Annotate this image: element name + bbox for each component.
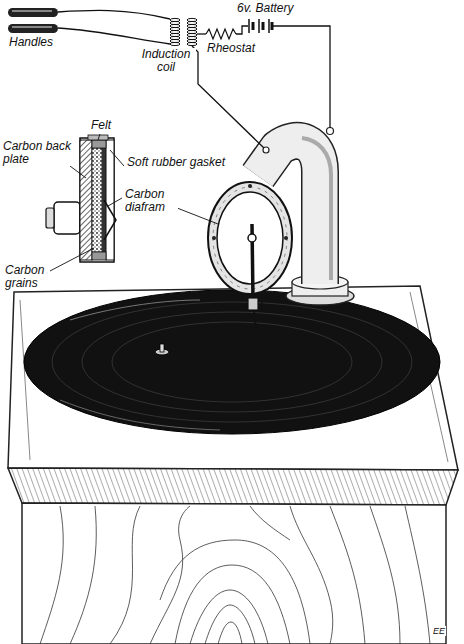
battery-symbol <box>248 19 250 33</box>
record <box>82 312 382 412</box>
wires <box>58 10 330 148</box>
sound-box-section <box>92 252 106 260</box>
battery-symbol <box>249 19 272 33</box>
sound-box-section <box>46 208 54 228</box>
handles <box>8 8 58 33</box>
sound-box-section <box>88 135 108 140</box>
battery-label: 6v. Battery <box>236 2 294 15</box>
wood-grain <box>330 506 365 644</box>
carbon-sound-box <box>217 192 283 284</box>
wood-grain <box>405 506 430 644</box>
sound-box-section <box>92 148 102 252</box>
rheostat-symbol <box>206 29 236 39</box>
battery-symbol <box>258 19 260 33</box>
leader-lines <box>70 166 86 178</box>
battery-symbol <box>271 22 274 30</box>
wood-grain <box>218 622 242 644</box>
leader-lines <box>98 134 100 140</box>
carbon-sound-box <box>261 300 263 312</box>
record <box>52 302 412 422</box>
cabinet <box>8 468 458 505</box>
induction-coil <box>170 42 180 45</box>
battery-symbol <box>252 22 255 30</box>
part-label: Rheostat <box>206 42 256 55</box>
sound-box-section <box>54 202 80 234</box>
part-label: Carbon back plate <box>2 140 78 166</box>
carbon-sound-box <box>248 298 258 310</box>
rheostat-symbol <box>206 29 236 39</box>
sound-box-section <box>80 140 92 260</box>
carbon-sound-box <box>254 310 256 332</box>
wires <box>197 33 206 34</box>
wood-grain <box>175 565 290 644</box>
carbon-sound-box <box>208 182 292 332</box>
battery-symbol <box>268 19 270 33</box>
record <box>60 400 220 430</box>
wood-grain <box>150 506 190 644</box>
record <box>24 290 440 434</box>
wood-grain <box>290 506 333 644</box>
part-label: Soft rubber gasket <box>126 156 226 169</box>
record <box>160 344 164 352</box>
carbon-sound-box <box>213 187 287 289</box>
sound-box-section <box>104 200 116 240</box>
wood-grain <box>250 506 290 540</box>
part-label: Carbon grains <box>4 264 50 290</box>
induction-coil <box>187 42 197 45</box>
wood-grain <box>160 540 310 644</box>
tone-arm <box>302 138 331 280</box>
wires <box>58 28 170 44</box>
record <box>70 300 200 320</box>
carbon-sound-box <box>248 184 252 188</box>
wood-grain <box>205 605 255 644</box>
battery-symbol <box>262 22 265 30</box>
cabinet <box>8 286 458 644</box>
carbon-sound-box <box>212 236 216 240</box>
leader-lines <box>108 198 122 206</box>
sound-box-section <box>106 140 114 260</box>
sound-box-section <box>92 140 106 148</box>
record <box>112 322 352 402</box>
wires <box>236 26 248 34</box>
carbon-sound-box <box>208 182 292 294</box>
handles <box>12 26 52 28</box>
wood-grain <box>370 506 400 644</box>
cabinet <box>8 286 458 470</box>
handles <box>8 8 58 17</box>
leader-lines <box>110 150 124 166</box>
handles <box>12 10 52 12</box>
wood-grain <box>190 590 268 644</box>
wood-grain <box>70 506 96 644</box>
wires <box>272 26 330 128</box>
record <box>24 290 440 434</box>
induction-coil <box>170 18 197 45</box>
wood-grain <box>40 506 63 644</box>
part-label: Carbon diafram <box>124 188 178 214</box>
wires <box>58 10 170 19</box>
wood-grain <box>110 506 140 644</box>
wires <box>192 46 264 148</box>
sound-box-section <box>80 138 114 262</box>
handles <box>8 24 58 33</box>
signature: EE <box>432 626 446 636</box>
carbon-sound-box <box>284 236 288 240</box>
tone-arm <box>327 128 334 135</box>
wood-grain <box>40 506 430 644</box>
part-label: Induction coil <box>136 48 196 74</box>
leader-lines <box>48 248 94 272</box>
carbon-sound-box <box>248 234 256 242</box>
leader-lines <box>172 206 218 224</box>
part-label: Handles <box>8 36 54 49</box>
part-label: Felt <box>90 119 112 132</box>
cabinet <box>22 503 446 644</box>
